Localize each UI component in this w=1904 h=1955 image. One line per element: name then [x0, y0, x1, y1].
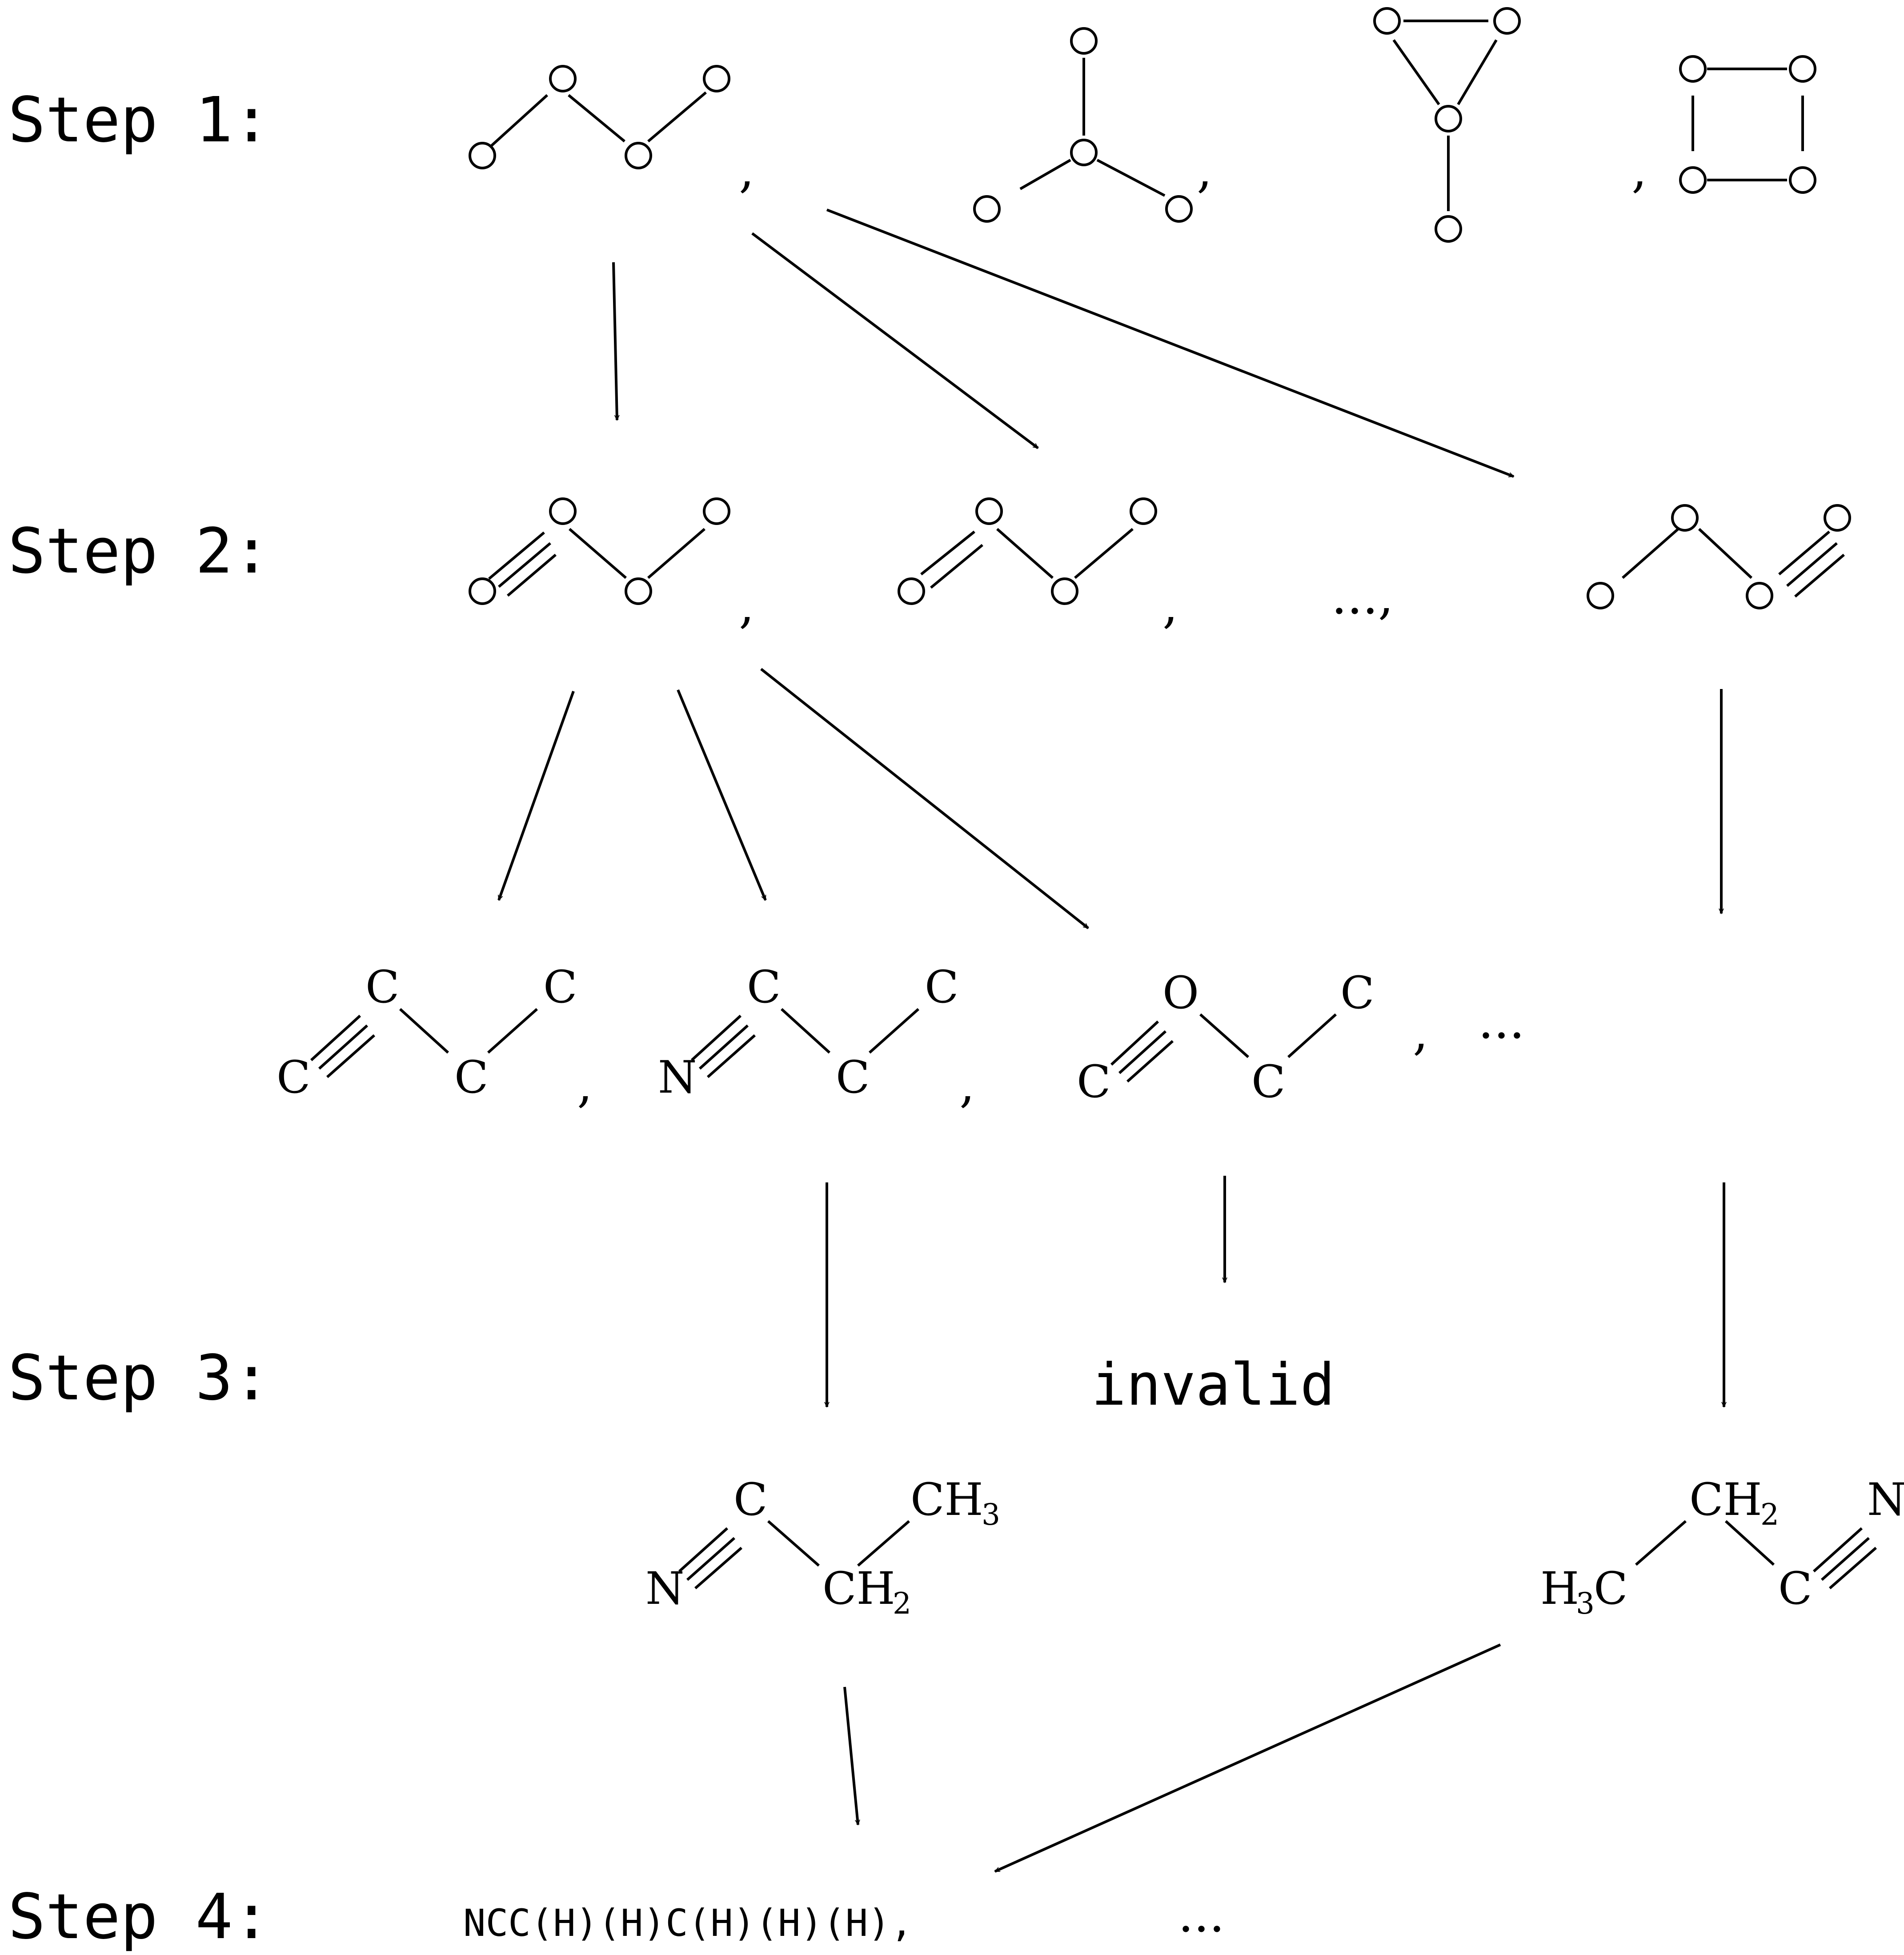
svg-text:C: C — [925, 961, 959, 1013]
ellipsis: ... — [1178, 1886, 1225, 1943]
svg-text:CH: CH — [910, 1474, 983, 1526]
svg-text:2: 2 — [893, 1586, 911, 1621]
svg-text:C: C — [1077, 1056, 1111, 1108]
arrow-s2-to-chem-c — [760, 668, 1089, 929]
step2-graph-triple-bond-right — [1587, 504, 1851, 609]
arrow-left-to-smiles — [843, 1687, 858, 1825]
comma: , — [1413, 1004, 1428, 1061]
step2-graph-triple-bond — [469, 497, 730, 605]
arrow-s1-to-s2a — [612, 262, 617, 420]
svg-text:N: N — [1867, 1474, 1904, 1526]
svg-text:C: C — [734, 1474, 768, 1526]
arrow-s1-to-s2b — [751, 232, 1039, 449]
step-2-label: Step 2: — [8, 515, 270, 588]
invalid-label: invalid — [1091, 1351, 1335, 1418]
svg-text:2: 2 — [1760, 1498, 1779, 1532]
step2-graph-double-bond — [898, 497, 1157, 605]
svg-text:C: C — [543, 961, 577, 1013]
svg-text:O: O — [1162, 967, 1199, 1019]
arrow-s1-to-s2c — [826, 208, 1514, 478]
propanenitrile-left: N C CH 2 CH 3 — [645, 1474, 1000, 1621]
step1-graph-chain — [469, 65, 730, 169]
molecule-coc-triple: C O C C — [1077, 967, 1375, 1108]
step-4-label: Step 4: — [8, 1881, 270, 1953]
svg-text:C: C — [277, 1051, 311, 1103]
svg-text:H: H — [1540, 1562, 1579, 1614]
arrow-s2-to-chem-b — [677, 689, 767, 900]
svg-text:C: C — [1340, 967, 1375, 1019]
ellipsis: ..., — [1331, 568, 1394, 625]
svg-text:C: C — [454, 1051, 489, 1103]
comma: , — [1197, 141, 1212, 198]
svg-text:C: C — [836, 1051, 870, 1103]
molecule-ccc-triple: C C C C — [277, 961, 577, 1103]
molecule-nitrile-ncc: N C C C — [658, 961, 959, 1103]
comma: , — [739, 577, 754, 634]
ellipsis: ... — [1478, 993, 1525, 1050]
smiles-string: NCC(H)(H)C(H)(H)(H), — [463, 1901, 913, 1945]
svg-text:N: N — [658, 1051, 697, 1103]
step-1-label: Step 1: — [8, 84, 270, 156]
step1-graph-square — [1679, 55, 1816, 194]
svg-text:C: C — [1594, 1562, 1628, 1614]
arrow-right-to-smiles — [995, 1643, 1501, 1873]
svg-text:C: C — [1251, 1056, 1286, 1108]
comma: , — [739, 141, 754, 198]
svg-text:3: 3 — [982, 1498, 1000, 1532]
propanenitrile-right: H 3 C CH 2 C N — [1540, 1474, 1904, 1621]
svg-text:C: C — [365, 961, 400, 1013]
svg-text:CH: CH — [1689, 1474, 1762, 1526]
svg-text:3: 3 — [1576, 1586, 1595, 1621]
comma: , — [1162, 577, 1178, 634]
svg-text:CH: CH — [822, 1562, 895, 1614]
arrow-s2-to-chem-a — [497, 690, 575, 900]
comma: , — [577, 1056, 593, 1113]
step1-graph-triangle — [1373, 7, 1521, 243]
svg-text:C: C — [1778, 1562, 1812, 1614]
svg-text:C: C — [747, 961, 781, 1013]
step-3-label: Step 3: — [8, 1342, 270, 1414]
comma: , — [1631, 141, 1647, 198]
step1-graph-star — [973, 27, 1193, 223]
svg-text:N: N — [645, 1562, 685, 1614]
comma: , — [959, 1056, 975, 1113]
